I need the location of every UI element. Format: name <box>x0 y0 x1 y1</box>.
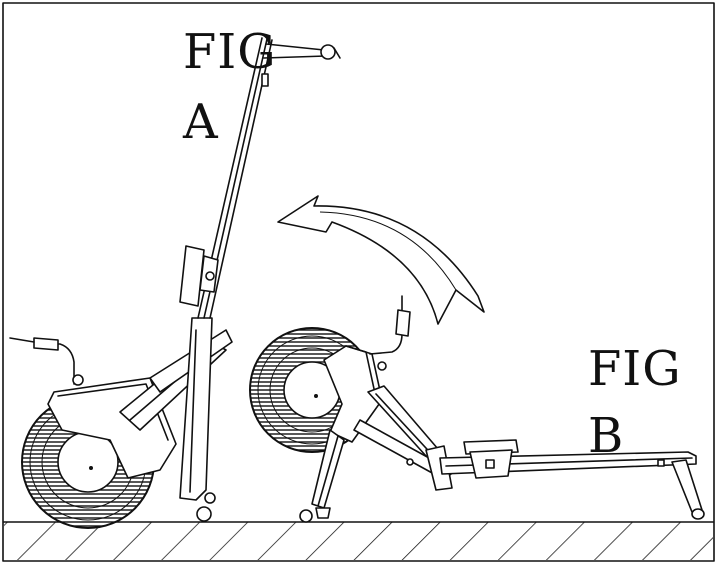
fig-b-title: FIG <box>588 341 682 397</box>
rower-upright <box>9 37 341 529</box>
fig-b-letter: B <box>588 408 625 464</box>
rower-flat <box>249 295 705 523</box>
rotation-arrow <box>277 195 485 325</box>
fig-a-letter: A <box>183 94 219 150</box>
fig-a-title: FIG <box>183 24 277 80</box>
floor <box>3 521 714 560</box>
